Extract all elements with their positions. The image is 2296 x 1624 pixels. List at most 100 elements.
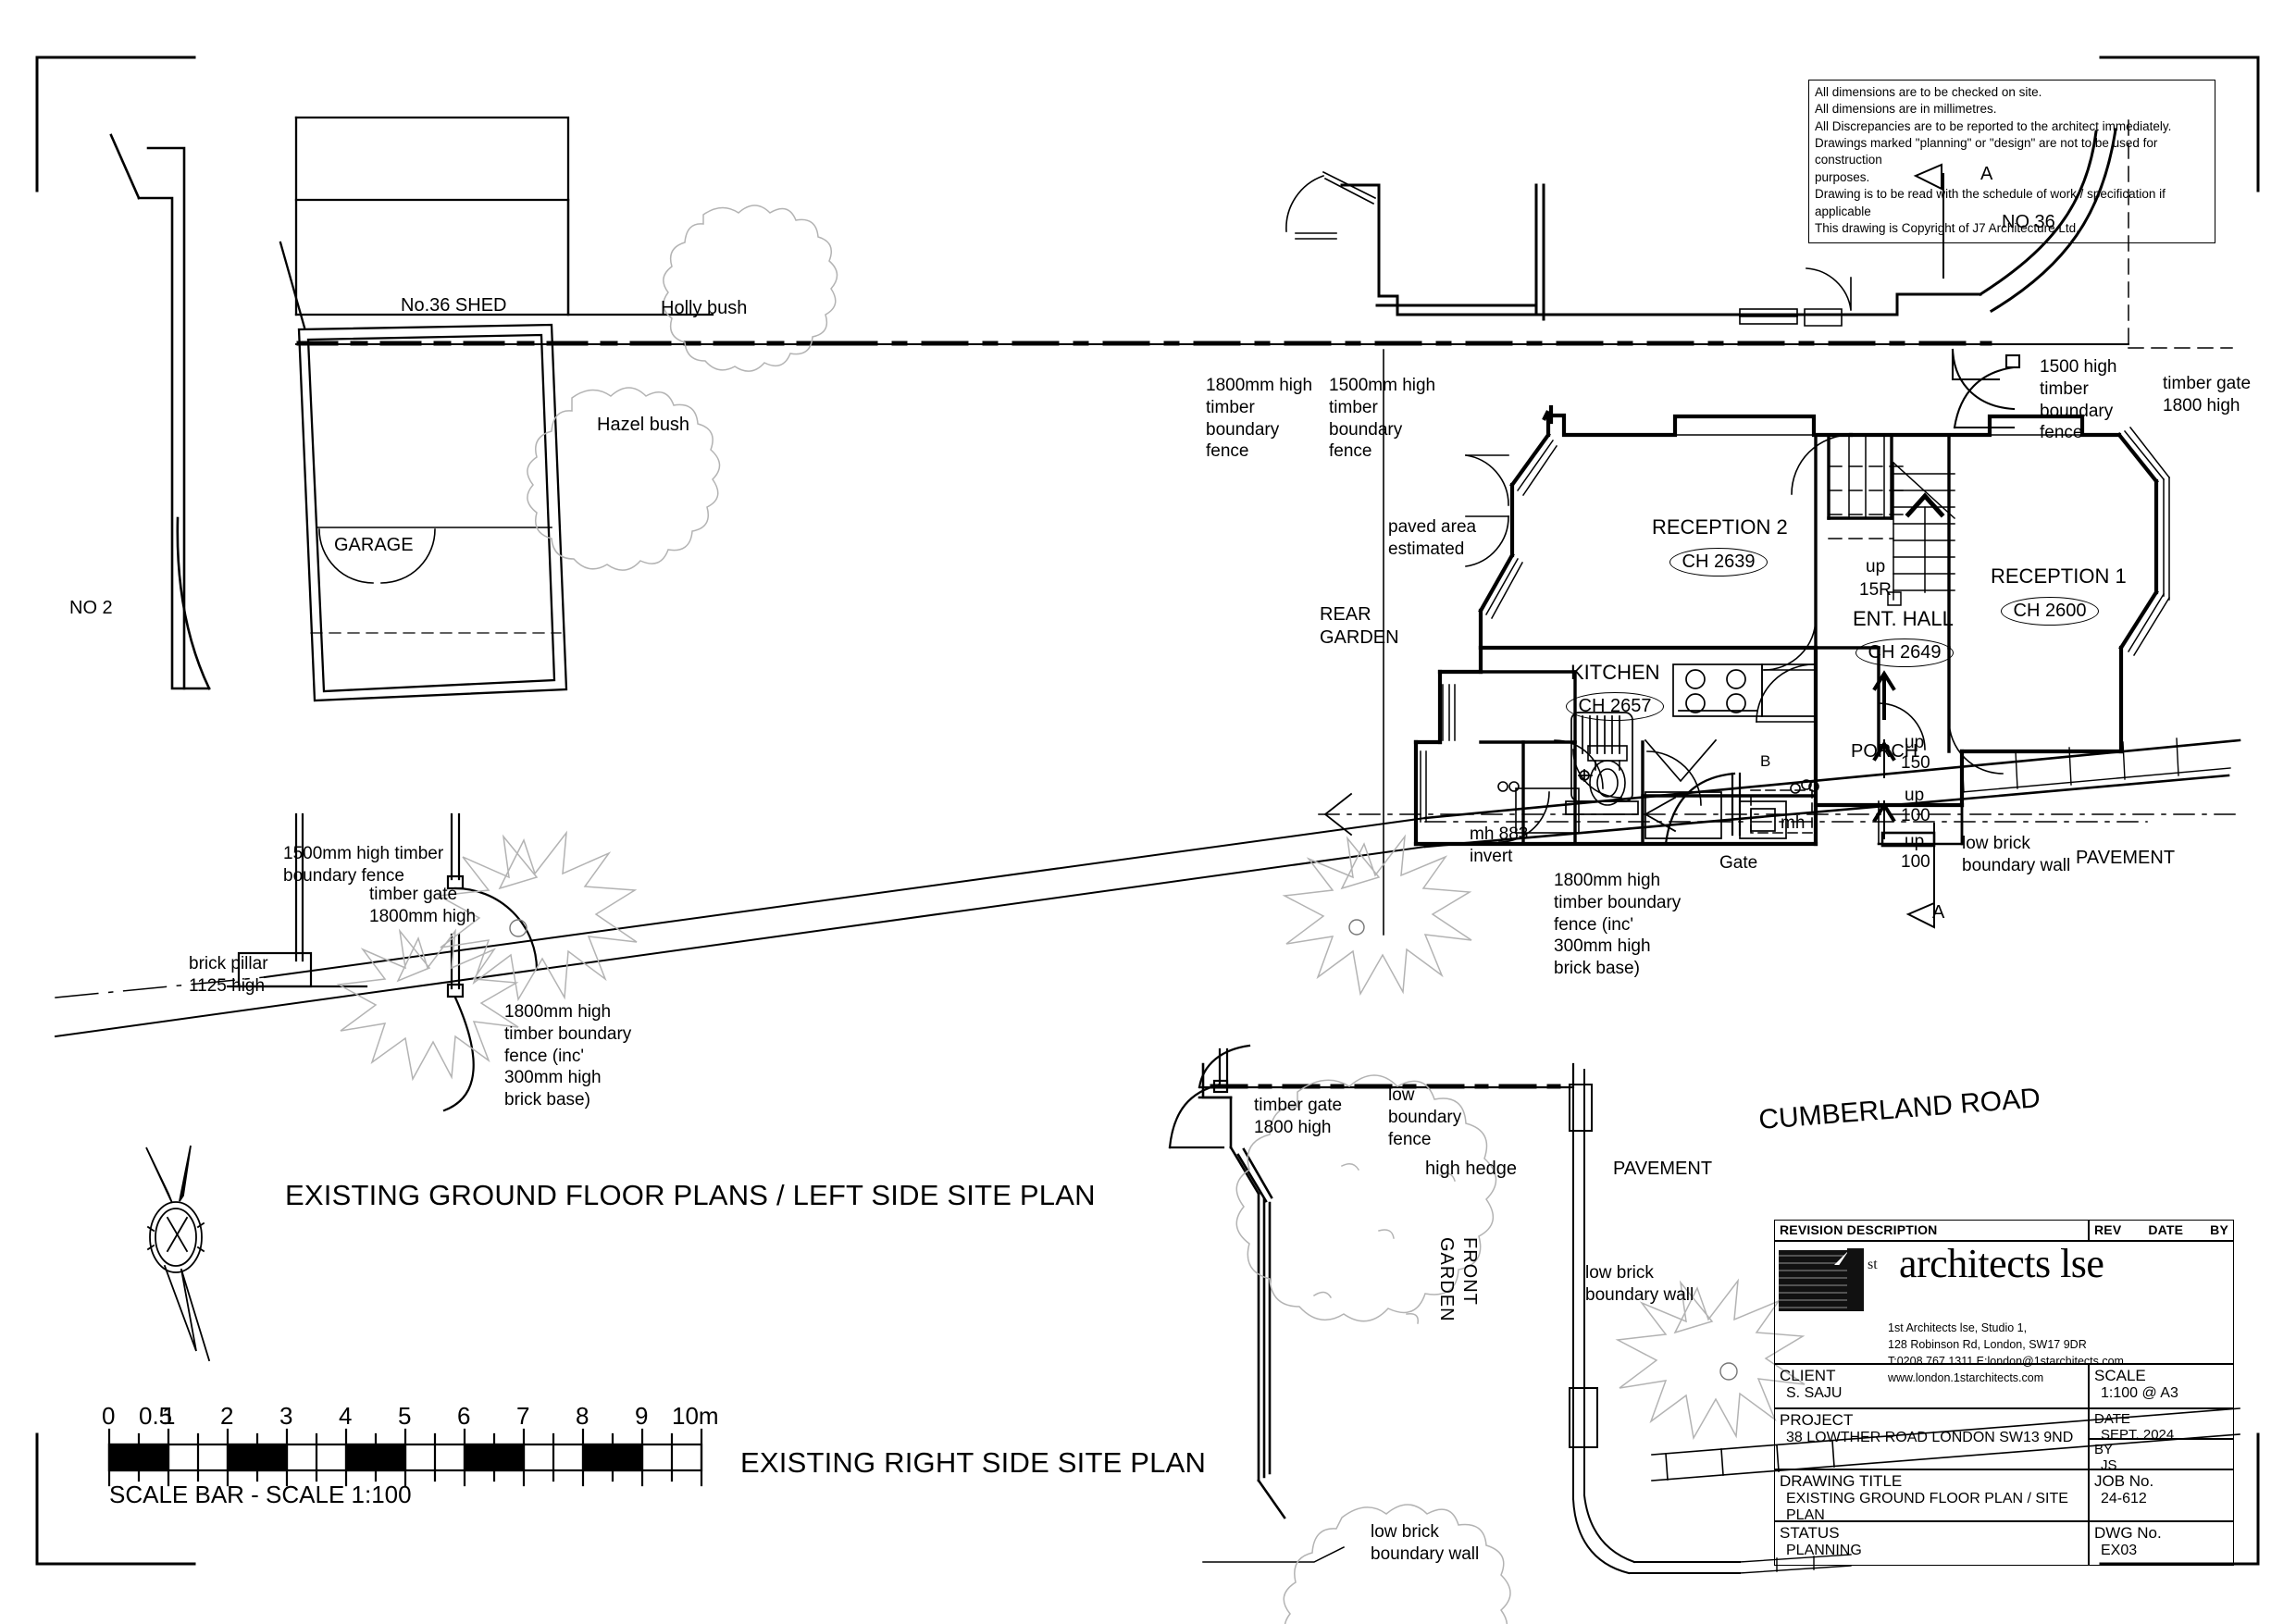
annotation-fence-1800-rear-left: 1800mm high timber boundary fence — [1206, 376, 1313, 462]
note-line: This drawing is Copyright of J7 Architec… — [1815, 220, 2079, 235]
label-no36-shed: No.36 SHED — [401, 295, 507, 316]
bay-window-left-lower — [1479, 553, 1524, 620]
client-field: CLIENT S. SAJU — [1774, 1364, 2089, 1408]
note-line: All dimensions are to be checked on site… — [1815, 85, 2042, 99]
no36-dashed-edge — [2128, 119, 2233, 349]
plan-title-left: EXISTING GROUND FLOOR PLANS / LEFT SIDE … — [285, 1179, 1096, 1211]
scale-tick: 10m — [672, 1402, 719, 1430]
garage-outline — [279, 241, 568, 702]
revision-columns: REV DATE BY — [2089, 1220, 2234, 1241]
by-value: JS — [2101, 1457, 2117, 1473]
drawing-title-value: EXISTING GROUND FLOOR PLAN / SITE PLAN — [1786, 1491, 2068, 1523]
section-mark-a-bottom — [1905, 823, 1935, 929]
annotation-fence-brickbase-right: 1800mm high timber boundary fence (inc' … — [1554, 871, 1682, 978]
right-plan-path-slabs — [1651, 1407, 2240, 1481]
stairs-dashed — [1828, 465, 1907, 539]
pavement-slabs-right — [1961, 738, 2231, 793]
annotation-fence-1500-rear-right: 1500mm high timber boundary fence — [1329, 376, 1436, 462]
label-boiler: B — [1760, 752, 1771, 770]
site-boundary-chain — [55, 976, 266, 998]
annotation-fence-1500-topright: 1500 high timber boundary fence — [2040, 357, 2117, 443]
status-value: PLANNING — [1786, 1543, 1862, 1558]
house-doors — [1465, 434, 2004, 845]
label-garage: GARAGE — [334, 535, 414, 555]
kitchen-fittings — [1565, 663, 1817, 815]
svg-text:st: st — [1868, 1257, 1878, 1272]
title-block: REVISION DESCRIPTION REV DATE BY — [1774, 1220, 2234, 1566]
site-diagonal-left — [54, 816, 1427, 1038]
by-col-header: BY — [2210, 1222, 2228, 1237]
scale-tick: 1 — [162, 1402, 176, 1430]
annotation-low-brick-wall-front: low brick boundary wall — [1585, 1263, 1694, 1305]
step-path-1-value: 100 — [1901, 806, 1930, 825]
step-path-1-label: up — [1905, 786, 1925, 805]
room-label-reception-1: RECEPTION 1 — [1991, 564, 2127, 588]
path-arrow — [1323, 792, 1677, 837]
annotation-gate-1800-front: timber gate 1800 high — [1254, 1096, 1343, 1137]
label-stairs-risers: 15R — [1859, 580, 1892, 600]
date-key: DATE — [2094, 1411, 2130, 1427]
no36-shed-outline — [294, 116, 714, 316]
bay-window-left-upper — [1510, 433, 1558, 497]
annotation-low-brick-wall-right: low brick boundary wall — [1962, 834, 2071, 875]
label-holly-bush: Holly bush — [661, 298, 748, 318]
neighbour-no2-outline — [109, 133, 211, 690]
side-path-wall — [1423, 738, 2241, 849]
client-value: S. SAJU — [1786, 1385, 1843, 1401]
step-porch-value: 150 — [1901, 753, 1930, 773]
garage-doors — [316, 527, 552, 584]
drawing-title-field: DRAWING TITLE EXISTING GROUND FLOOR PLAN… — [1774, 1469, 2089, 1523]
section-mark-a-top — [1913, 163, 1944, 279]
date-value: SEPT. 2024 — [2101, 1427, 2175, 1443]
label-gate: Gate — [1719, 853, 1758, 873]
house-windows — [1420, 415, 2083, 823]
scale-tick: 0 — [102, 1402, 116, 1430]
room-label-reception-2: RECEPTION 2 — [1652, 515, 1788, 539]
status-field: STATUS PLANNING — [1774, 1521, 2089, 1566]
label-no2: NO 2 — [69, 598, 113, 618]
note-line: All Discrepancies are to be reported to … — [1815, 118, 2172, 133]
label-no36: NO 36 — [2002, 212, 2055, 232]
address-line: 128 Robinson Rd, London, SW17 9DR — [1888, 1338, 2087, 1352]
annotation-low-boundary-fence-front: low boundary fence — [1388, 1085, 1462, 1149]
date-field: DATE SEPT. 2024 — [2089, 1408, 2234, 1443]
revision-description-header: REVISION DESCRIPTION — [1774, 1220, 2089, 1241]
no36-windows — [1285, 170, 1852, 327]
label-pavement-bottom: PAVEMENT — [1613, 1159, 1713, 1179]
status-key: STATUS — [1780, 1524, 1840, 1542]
address-line: www.london.1starchitects.com — [1888, 1371, 2044, 1385]
practice-logo-block: st architects lse 1st Architects lse, St… — [1774, 1241, 2234, 1384]
step-path-2-value: 100 — [1901, 852, 1930, 872]
project-value: 38 LOWTHER ROAD LONDON SW13 9ND — [1786, 1430, 2074, 1445]
right-plan-lower-wall — [1202, 1545, 1346, 1563]
title-block-project-date-row: PROJECT 38 LOWTHER ROAD LONDON SW13 9ND … — [1774, 1408, 2234, 1473]
by-field: BY JS — [2089, 1439, 2234, 1473]
ceiling-height-ent-hall: CH 2649 — [1855, 638, 1954, 667]
scale-tick: 9 — [635, 1402, 649, 1430]
date-col-header: DATE — [2148, 1222, 2184, 1237]
practice-name: architects lse — [1899, 1241, 2104, 1286]
manholes — [1497, 779, 1819, 834]
scale-tick: 0.5 — [139, 1402, 173, 1430]
annotation-brick-pillar: brick pillar 1125 high — [189, 954, 268, 996]
scale-key: SCALE — [2094, 1367, 2146, 1384]
scale-field: SCALE 1:100 @ A3 — [2089, 1364, 2234, 1408]
wc-fittings — [1587, 745, 1628, 806]
ceiling-height-reception-2: CH 2639 — [1669, 548, 1768, 576]
room-label-kitchen: KITCHEN — [1570, 661, 1660, 684]
note-line: Drawing is to be read with the schedule … — [1815, 187, 2166, 218]
label-pavement-right: PAVEMENT — [2076, 848, 2176, 868]
section-mark-a-bottom-label: A — [1932, 902, 1945, 923]
project-key: PROJECT — [1780, 1411, 1854, 1429]
stairs — [1848, 434, 1956, 606]
no36-gate — [1951, 348, 2021, 429]
annotation-gate-1800-topright: timber gate 1800 high — [2163, 374, 2252, 415]
title-block-status-dwg-row: STATUS PLANNING DWG No. EX03 — [1774, 1521, 2234, 1566]
label-stairs-up: up — [1866, 557, 1886, 576]
ceiling-height-kitchen: CH 2657 — [1566, 692, 1664, 721]
label-hazel-bush: Hazel bush — [597, 415, 690, 435]
title-block-drawing-job-row: DRAWING TITLE EXISTING GROUND FLOOR PLAN… — [1774, 1469, 2234, 1523]
annotation-paved-area: paved area estimated — [1388, 517, 1477, 559]
